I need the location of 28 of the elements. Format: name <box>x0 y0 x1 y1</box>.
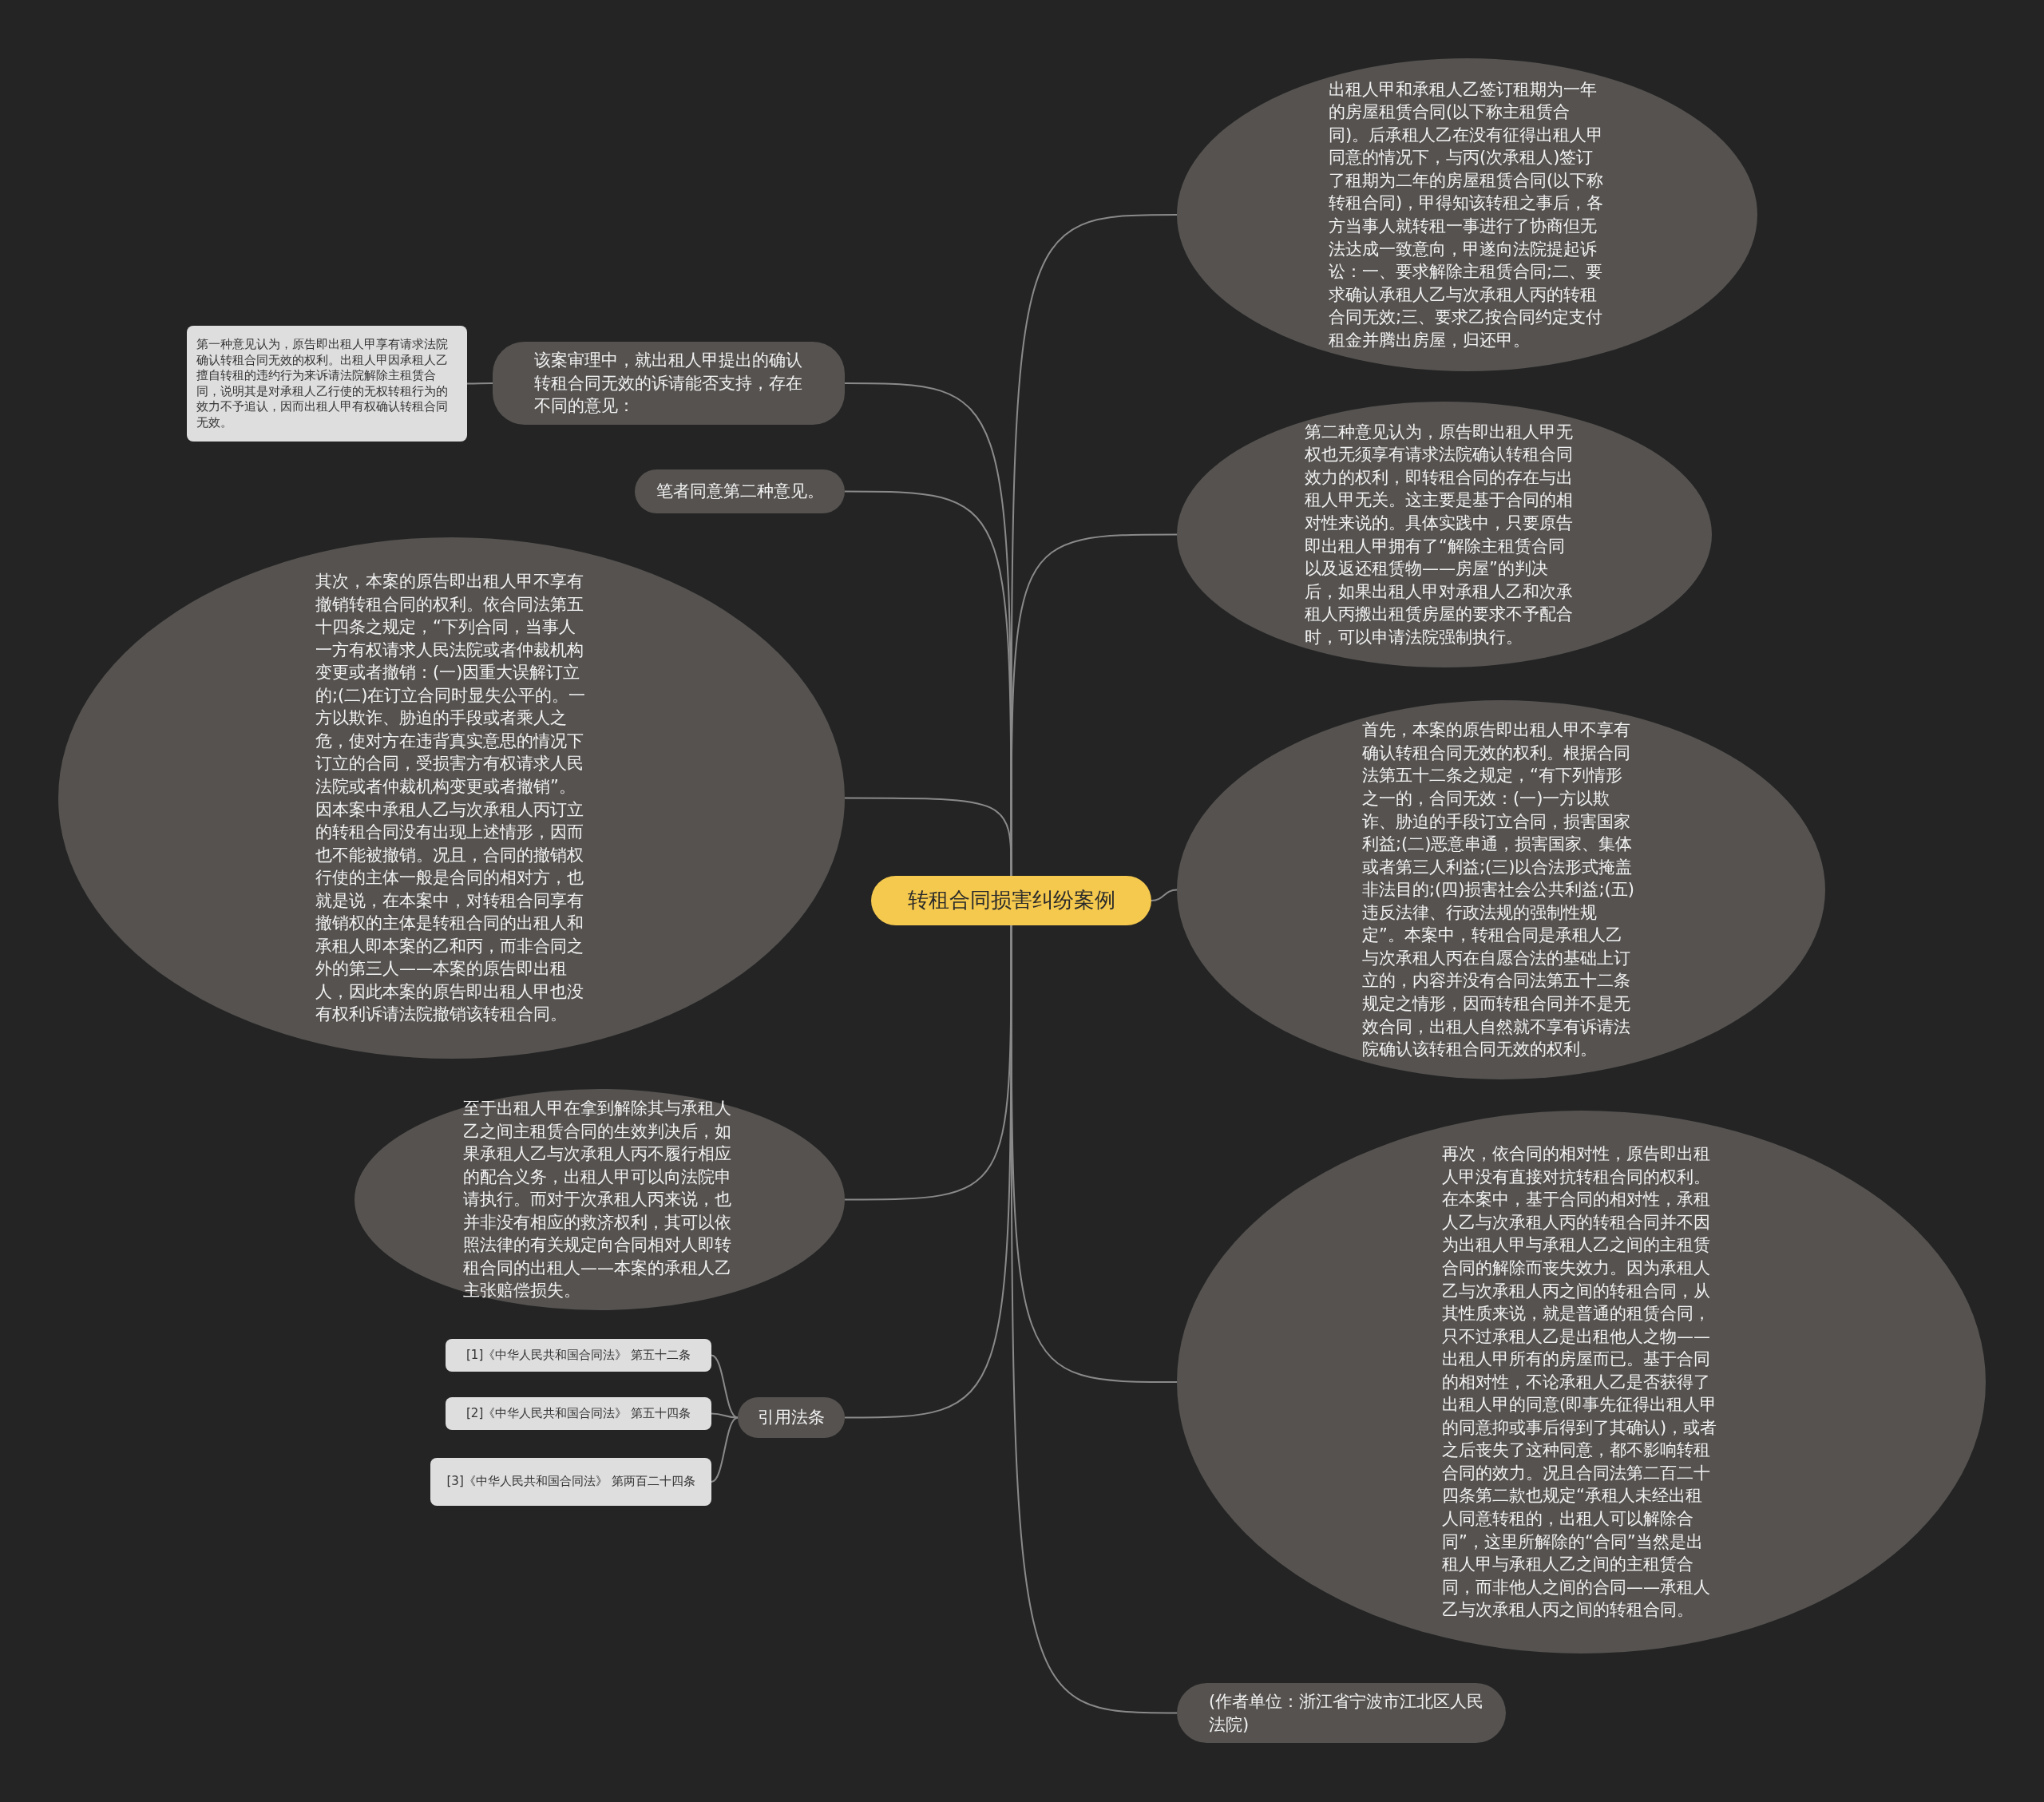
note-card <box>446 1397 711 1430</box>
note-text: 第一种意见认为，原告即出租人甲享有请求法院确认转租合同无效的权利。出租人甲因承租人乙擅自转租的违约行为来诉请法院解除主租赁合同，说明其是对承租人乙行使的无权转租行为的效力不予追认，因而出租人甲有权确认转租合同无效。 <box>196 337 449 430</box>
topic-text: 引用法条 <box>758 1407 825 1429</box>
connector-line <box>711 1412 739 1419</box>
topic-text: 第二种意见认为，原告即出租人甲无权也无须享有请求法院确认转租合同效力的权利，即转租合同的存在与出租人甲无关。这主要是基于合同的相对性来说的。具体实践中，只要原告即出租人甲拥有了“解除主租赁合同以及返还租赁物——房屋”的判决后，如果出租人甲对承租人乙和次承租人丙搬出租赁房屋的要求不予配合时，可以申请法院强制执行。 <box>1305 421 1574 648</box>
topic-text: 该案审理中，就出租人甲提出的确认转租合同无效的诉请能否支持，存在不同的意见： <box>534 350 803 418</box>
topic-text: 首先，本案的原告即出租人甲不享有确认转租合同无效的权利。根据合同法第五十二条之规定，“有下列情形之一的，合同无效：(一)一方以欺诈、胁迫的手段订立合同，损害国家利益;(二)恶意串通，损害国家、集体或者第三人利益;(三)以合法形式掩盖非法目的;(四)损害社会公共利益;(五)违反法律、行政法规的强制性规定”。本案中，转租合同是承租人乙与次承租人丙在自愿合法的基础上订立的，内容并没有合同法第五十二条规定之情形，因而转租合同并不是无效合同，出租人自然就不享有诉请法院确认该转租合同无效的权利。 <box>1362 719 1635 1061</box>
topic-title: 转租合同损害纠纷案例 <box>907 887 1115 914</box>
topic-text: 至于出租人甲在拿到解除其与承租人乙之间主租赁合同的生效判决后，如果承租人乙与次承租人丙不履行相应的配合义务，出租人甲可以向法院申请执行。而对于次承租人丙来说，也并非没有相应的救济权利，其可以依照法律的有关规定向合同相对人即转租合同的出租人——本案的承租人乙主张赔偿损失。 <box>463 1098 732 1302</box>
connector-line <box>466 382 493 385</box>
topic-text: (作者单位：浙江省宁波市江北区人民法院) <box>1209 1690 1484 1736</box>
topic-bubble <box>738 1397 845 1438</box>
note-text: [1]《中华人民共和国合同法》 第五十二条 <box>466 1347 691 1364</box>
topic-text: 出租人甲和承租人乙签订租期为一年的房屋租赁合同(以下称主租赁合同)。后承租人乙在没有征得出租人甲同意的情况下，与丙(次承租人)签订了租期为二年的房屋租赁合同(以下称转租合同)，甲得知该转租之事后，各方当事人就转租一事进行了协商但无法达成一致意向，甲遂向法院提起诉讼：一、要求解除主租赁合同;二、要求确认承租人乙与次承租人丙的转租合同无效;三、要求乙按合同约定支付租金并腾出房屋，归还甲。 <box>1329 78 1604 351</box>
note-card <box>446 1339 711 1372</box>
topic-text: 其次，本案的原告即出租人甲不享有撤销转租合同的权利。依合同法第五十四条之规定，“下列合同，当事人一方有权请求人民法院或者仲裁机构变更或者撤销：(一)因重大误解订立的;(二)在订立合同时显失公平的。一方以欺诈、胁迫的手段或者乘人之危，使对方在违背真实意思的情况下订立的合同，受损害方有权请求人民法院或者仲裁机构变更或者撤销”。因本案中承租人乙与次承租人丙订立的转租合同没有出现上述情形，因而也不能被撤销。况且，合同的撤销权行使的主体一般是合同的相对方，也就是说，在本案中，对转租合同享有撤销权的主体是转租合同的出租人和承租人即本案的乙和丙，而非合同之外的第三人——本案的原告即出租人，因此本案的原告即出租人甲也没有权利诉请法院撤销该转租合同。 <box>315 571 587 1026</box>
connector-line <box>844 797 1012 877</box>
connector-line <box>711 1416 739 1483</box>
topic-text: 再次，依合同的相对性，原告即出租人甲没有直接对抗转租合同的权利。在本案中，基于合同的相对性，承租人乙与次承租人丙的转租合同并不因为出租人甲与承租人乙之间的主租赁合同的解除而丧失效力。因为承租人乙与次承租人丙之间的转租合同，从其性质来说，就是普通的租赁合同，只不过承租人乙是出租他人之物——出租人甲所有的房屋而已。基于合同的相对性，不论承租人乙是否获得了出租人甲的同意(即事先征得出租人甲的同意抑或事后得到了其确认)，或者之后丧失了这种同意，都不影响转租合同的效力。况且合同法第二百二十四条第二款也规定“承租人未经出租人同意转租的，出租人可以解除合同”，这里所解除的“合同”当然是出租人甲与承租人乙之间的主租赁合同，而非他人之间的合同——承租人乙与次承租人丙之间的转租合同。 <box>1442 1143 1717 1622</box>
note-card <box>187 326 467 442</box>
topic-bubble <box>493 342 845 425</box>
topic-text: 笔者同意第二种意见。 <box>656 481 824 503</box>
note-text: [2]《中华人民共和国合同法》 第五十四条 <box>466 1405 691 1422</box>
connector-line <box>1010 925 1178 1714</box>
connector-line <box>1151 889 1178 901</box>
note-card <box>430 1458 711 1506</box>
connector-line <box>844 925 1012 1419</box>
note-text: [3]《中华人民共和国合同法》 第两百二十四条 <box>446 1474 695 1490</box>
